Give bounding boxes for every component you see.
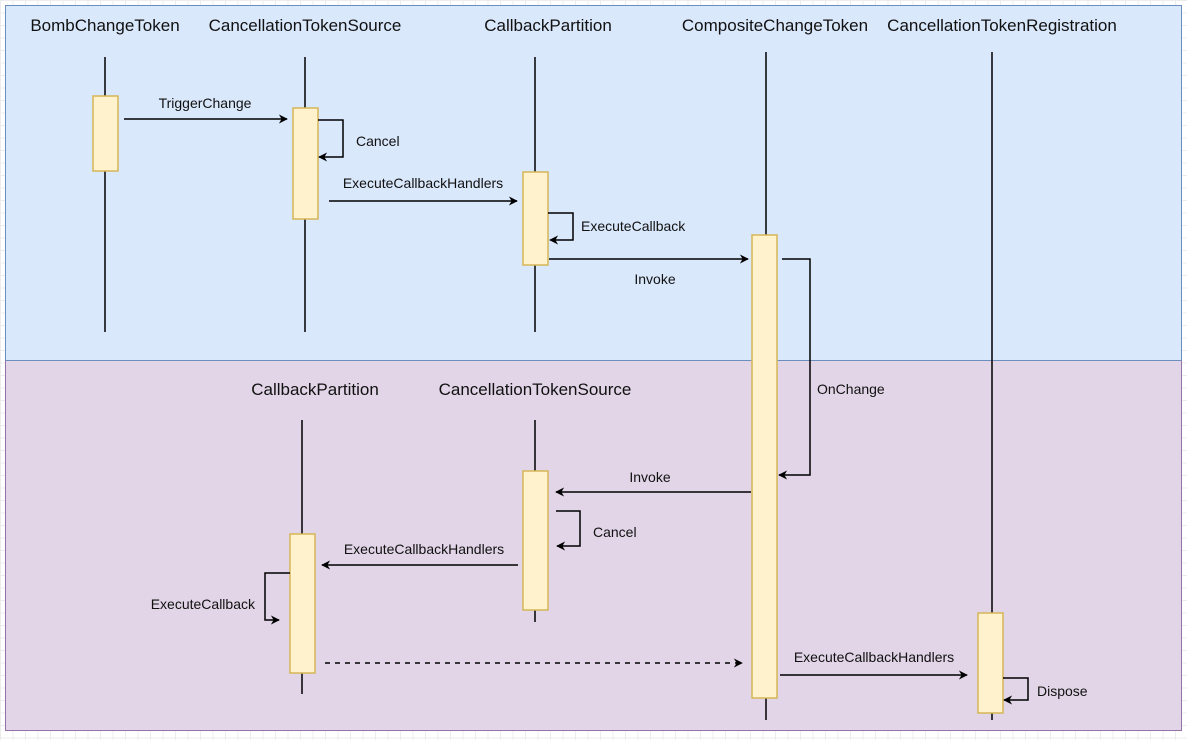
activation-cancellationtokenregistration [977, 612, 1004, 714]
message-label-invoke-bottom: Invoke [629, 469, 670, 485]
message-label-onchange: OnChange [817, 381, 885, 397]
actor-label-bombchangetoken: BombChangeToken [30, 16, 179, 35]
message-arrow-onchange [778, 258, 811, 480]
message-label-cancel-bottom: Cancel [593, 524, 637, 540]
activation-callbackpartition [522, 171, 549, 266]
message-arrow-dispose [1003, 677, 1029, 705]
actor-label-compositechangetoken: CompositeChangeToken [682, 16, 868, 35]
actor-label-cancellationtokenregistration: CancellationTokenRegistration [887, 16, 1117, 35]
message-label-executecallback: ExecuteCallback [581, 218, 686, 234]
message-label-executecallbackhandlers-bottom: ExecuteCallbackHandlers [344, 541, 504, 557]
message-arrow-executecallback-bottom [264, 572, 290, 625]
activation-cancellationtokensource [292, 107, 319, 220]
message-label-executecallback-bottom: ExecuteCallback [151, 596, 256, 612]
actor-label-callbackpartition-bottom: CallbackPartition [251, 380, 379, 399]
message-label-cancel: Cancel [356, 133, 400, 149]
message-label-executecallbackhandlers: ExecuteCallbackHandlers [343, 175, 503, 191]
message-arrow-executecallback [548, 212, 574, 245]
message-label-executecallbackhandlers-registration: ExecuteCallbackHandlers [794, 649, 954, 665]
message-label-invoke: Invoke [634, 271, 675, 287]
activation-bombchangetoken [92, 95, 119, 172]
activation-compositechangetoken [751, 234, 778, 699]
message-label-dispose: Dispose [1037, 683, 1088, 699]
actor-label-callbackpartition: CallbackPartition [484, 16, 612, 35]
activation-cancellationtokensource-bottom [522, 470, 549, 611]
message-arrow-cancel [318, 119, 344, 162]
actor-label-cancellationtokensource: CancellationTokenSource [209, 16, 402, 35]
message-arrow-cancel-bottom [556, 510, 581, 551]
actor-label-cancellationtokensource-bottom: CancellationTokenSource [439, 380, 632, 399]
message-label-triggerchange: TriggerChange [159, 95, 252, 111]
top-section-frame [5, 5, 1182, 361]
activation-callbackpartition-bottom [289, 533, 316, 674]
